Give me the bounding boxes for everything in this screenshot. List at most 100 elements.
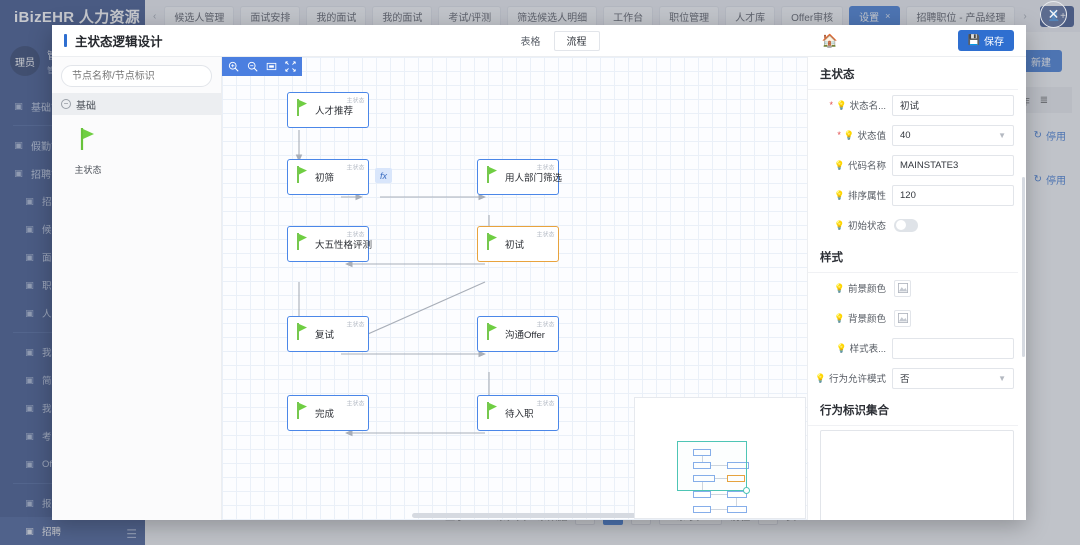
dialog-header: 主状态逻辑设计 表格 流程 🏠 💾 保存: [52, 25, 1026, 57]
back-color-swatch[interactable]: [894, 310, 911, 327]
field-code-name: 💡代码名称 MAINSTATE3: [808, 150, 1026, 180]
palette-item-mainstate[interactable]: 主状态: [60, 127, 116, 176]
field-state-value: *💡状态值40▼: [808, 120, 1026, 150]
flow-node-n2[interactable]: 初筛 主状态: [287, 159, 369, 195]
flag-icon: [296, 165, 309, 189]
order-attr-value: 120: [900, 190, 916, 201]
order-attr-label-text: 排序属性: [848, 188, 886, 202]
state-value-label-text: 状态值: [857, 128, 886, 142]
fx-condition-chip[interactable]: fx: [375, 168, 392, 183]
action-mode-label: 💡行为允许模式: [812, 371, 892, 385]
style-sheet-label-text: 样式表...: [850, 341, 886, 355]
properties-scrollbar[interactable]: [1022, 177, 1025, 357]
fore-color-label: 💡前景颜色: [812, 281, 892, 295]
search-input[interactable]: [61, 65, 212, 87]
palette-group-basic[interactable]: − 基础: [52, 93, 221, 115]
section-title-mainstate: 主状态: [808, 57, 1018, 90]
minimap-viewport[interactable]: [677, 441, 747, 491]
minimap-resize-handle[interactable]: [743, 487, 750, 494]
state-name-label: *💡状态名...: [812, 98, 892, 112]
view-mode-tabs: 表格 流程: [508, 31, 600, 51]
canvas-minimap[interactable]: [634, 397, 806, 519]
initial-state-label-text: 初始状态: [848, 218, 886, 232]
field-action-mode: 💡行为允许模式否▼: [808, 363, 1026, 393]
state-name-value: 初试: [900, 98, 919, 112]
fore-color-label-text: 前景颜色: [848, 281, 886, 295]
flow-node-badge: 主状态: [346, 162, 364, 171]
flow-node-n4[interactable]: 大五性格评测主状态: [287, 226, 369, 262]
style-sheet-label: 💡样式表...: [812, 341, 892, 355]
state-name-input[interactable]: 初试: [892, 95, 1014, 116]
home-icon[interactable]: 🏠: [822, 33, 838, 49]
field-style-sheet: 💡样式表...: [808, 333, 1026, 363]
flow-node-n9[interactable]: 待入职主状态: [477, 395, 559, 431]
section-title-actionflags: 行为标识集合: [808, 393, 1018, 426]
page-title: 主状态逻辑设计: [75, 31, 163, 50]
bulb-icon: 💡: [815, 373, 826, 384]
field-initial-state: 💡初始状态: [808, 210, 1026, 240]
required-marker: *: [829, 100, 833, 110]
flow-node-n3[interactable]: 用人部门筛选主状态: [477, 159, 559, 195]
flow-node-badge: 主状态: [346, 229, 364, 238]
zoom-in-icon[interactable]: [225, 59, 242, 75]
flow-node-n1[interactable]: 人才推荐主状态: [287, 92, 369, 128]
flow-node-label: 大五性格评测: [315, 237, 372, 251]
initial-state-label: 💡初始状态: [812, 218, 892, 232]
code-name-label-text: 代码名称: [848, 158, 886, 172]
action-ids-textarea[interactable]: 0 / 1048576: [820, 430, 1014, 520]
actual-size-icon[interactable]: [282, 59, 299, 75]
fore-color-swatch[interactable]: [894, 280, 911, 297]
action-mode-select[interactable]: 否▼: [892, 368, 1014, 389]
flow-node-n8[interactable]: 完成主状态: [287, 395, 369, 431]
properties-panel: 主状态 *💡状态名...初试*💡状态值40▼💡代码名称MAINSTATE3💡排序…: [807, 57, 1026, 520]
chevron-down-icon: ▼: [998, 374, 1006, 383]
flow-node-label: 复试: [315, 327, 334, 341]
palette-item-label: 主状态: [74, 163, 101, 176]
flow-node-label: 初筛: [315, 170, 334, 184]
bulb-icon: 💡: [836, 100, 847, 111]
chevron-down-icon: ▼: [998, 131, 1006, 140]
order-attr-input[interactable]: 120: [892, 185, 1014, 206]
bulb-icon: 💡: [834, 220, 845, 231]
minus-circle-icon: −: [61, 99, 71, 109]
flow-node-badge: 主状态: [536, 319, 554, 328]
flow-node-label: 沟通Offer: [505, 327, 545, 341]
flow-node-n6[interactable]: 复试主状态: [287, 316, 369, 352]
bulb-icon: 💡: [834, 313, 845, 324]
flag-icon: [296, 322, 309, 346]
flag-icon: [486, 322, 499, 346]
initial-state-toggle[interactable]: [894, 219, 918, 232]
tab-table[interactable]: 表格: [508, 31, 554, 51]
palette-search: [52, 57, 221, 93]
tab-flow[interactable]: 流程: [554, 31, 600, 51]
flag-icon: [79, 127, 97, 156]
flow-node-label: 初试: [505, 237, 524, 251]
flow-node-label: 人才推荐: [315, 103, 353, 117]
bulb-icon: 💡: [834, 160, 845, 171]
code-name-input[interactable]: MAINSTATE3: [892, 155, 1014, 176]
flag-icon: [296, 232, 309, 256]
field-order-attr: 💡排序属性 120: [808, 180, 1026, 210]
node-palette: − 基础 主状态: [52, 57, 222, 520]
bulb-icon: 💡: [834, 283, 845, 294]
field-fore-color: 💡前景颜色: [808, 273, 1026, 303]
title-accent-bar: [64, 34, 67, 47]
save-icon: 💾: [968, 35, 980, 46]
flow-node-badge: 主状态: [536, 398, 554, 407]
state-name-label-text: 状态名...: [850, 98, 886, 112]
order-attr-label: 💡排序属性: [812, 188, 892, 202]
flow-canvas-container[interactable]: 人才推荐主状态初筛主状态用人部门筛选主状态大五性格评测主状态初试主状态复试主状态…: [222, 57, 807, 520]
flow-node-n7[interactable]: 沟通Offer主状态: [477, 316, 559, 352]
close-icon[interactable]: ✕: [1040, 1, 1067, 28]
state-value-select[interactable]: 40▼: [892, 125, 1014, 146]
section-title-style: 样式: [808, 240, 1018, 273]
zoom-out-icon[interactable]: [244, 59, 261, 75]
flow-node-badge: 主状态: [536, 229, 554, 238]
required-marker: *: [837, 130, 841, 140]
flow-node-n5[interactable]: 初试 主状态: [477, 226, 559, 262]
fit-screen-icon[interactable]: [263, 59, 280, 75]
style-sheet-input[interactable]: [892, 338, 1014, 359]
field-back-color: 💡背景颜色: [808, 303, 1026, 333]
state-logic-designer-dialog: 主状态逻辑设计 表格 流程 🏠 💾 保存 − 基础: [52, 25, 1026, 520]
save-button[interactable]: 💾 保存: [958, 30, 1014, 51]
